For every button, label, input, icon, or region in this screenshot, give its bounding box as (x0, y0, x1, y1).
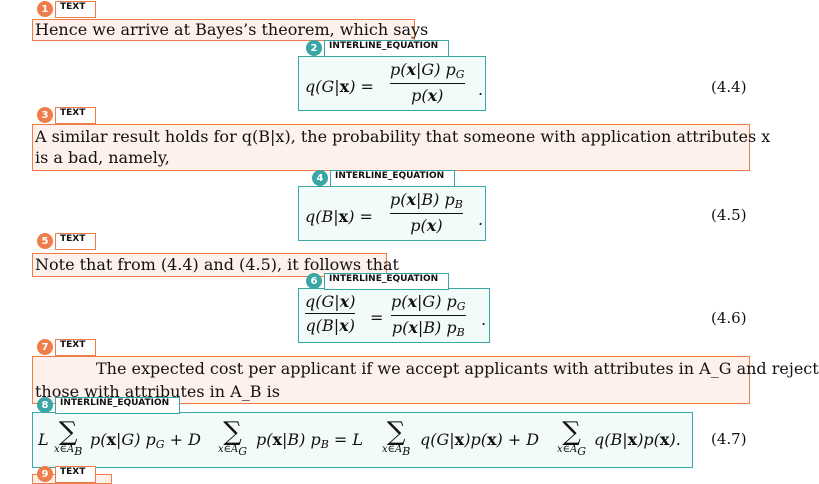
math-term: L (38, 430, 49, 449)
equation-number: (4.4) (711, 78, 747, 96)
math-term: p(x|G) pG + D (90, 430, 201, 451)
region-type-label: TEXT (55, 338, 97, 356)
equation-number: (4.7) (711, 430, 747, 448)
region-number: 2 (306, 40, 322, 56)
paragraph-line: A similar result holds for q(B|x), the p… (35, 127, 771, 146)
region-tag-6: 6 INTERLINE_EQUATION (306, 272, 450, 290)
region-type-label: INTERLINE_EQUATION (55, 396, 181, 414)
paragraph-line: is a bad, namely, (35, 148, 170, 167)
math-lhs: q(B|x) = (305, 207, 373, 226)
equation-region-8 (32, 412, 693, 468)
region-number: 1 (37, 1, 53, 17)
math-term: q(B|x)p(x). (594, 430, 681, 449)
region-number: 5 (37, 233, 53, 249)
region-tag-9: 9 TEXT (37, 465, 97, 483)
region-number: 6 (306, 273, 322, 289)
equation-number: (4.5) (711, 206, 747, 224)
region-tag-3: 3 TEXT (37, 106, 97, 124)
math-period: . (478, 210, 484, 229)
math-fraction: p(x|G) pG p(x|B) pB (391, 292, 466, 339)
text-region-1 (32, 19, 415, 41)
region-number: 7 (37, 339, 53, 355)
math-sum: ∑x∈AG (218, 417, 248, 458)
math-period: . (478, 80, 484, 99)
region-type-label: INTERLINE_EQUATION (330, 169, 456, 187)
region-tag-1: 1 TEXT (37, 0, 97, 18)
region-type-label: TEXT (55, 0, 97, 18)
region-tag-7: 7 TEXT (37, 338, 97, 356)
region-number: 9 (37, 466, 53, 482)
math-period: . (481, 310, 487, 329)
math-sum: ∑x∈AB (382, 417, 411, 458)
region-tag-2: 2 INTERLINE_EQUATION (306, 39, 450, 57)
region-type-label: INTERLINE_EQUATION (324, 272, 450, 290)
text-region-7 (32, 356, 750, 404)
math-fraction: q(G|x) q(B|x) (305, 292, 356, 335)
region-type-label: TEXT (55, 465, 97, 483)
equation-number: (4.6) (711, 309, 747, 327)
region-number: 4 (312, 170, 328, 186)
region-number: 8 (37, 397, 53, 413)
math-fraction: p(x|B) pB p(x) (390, 190, 463, 235)
math-sum: ∑x∈AB (54, 417, 83, 458)
math-equals: = (370, 308, 384, 327)
region-tag-8: 8 INTERLINE_EQUATION (37, 396, 181, 414)
paragraph-line: those with attributes in A_B is (35, 382, 280, 401)
math-fraction: p(x|G) pG p(x) (390, 60, 465, 105)
paragraph-line: The expected cost per applicant if we ac… (96, 359, 819, 378)
math-lhs: q(G|x) = (305, 77, 374, 96)
region-number: 3 (37, 107, 53, 123)
math-term: q(G|x)p(x) + D (420, 430, 540, 449)
region-type-label: TEXT (55, 232, 97, 250)
math-sum: ∑x∈AG (557, 417, 587, 458)
math-term: p(x|B) pB = L (256, 430, 364, 451)
region-tag-4: 4 INTERLINE_EQUATION (312, 169, 456, 187)
paragraph-line: Note that from (4.4) and (4.5), it follo… (35, 255, 399, 274)
region-type-label: INTERLINE_EQUATION (324, 39, 450, 57)
region-tag-5: 5 TEXT (37, 232, 97, 250)
region-type-label: TEXT (55, 106, 97, 124)
paragraph-line: Hence we arrive at Bayes’s theorem, whic… (35, 20, 429, 39)
